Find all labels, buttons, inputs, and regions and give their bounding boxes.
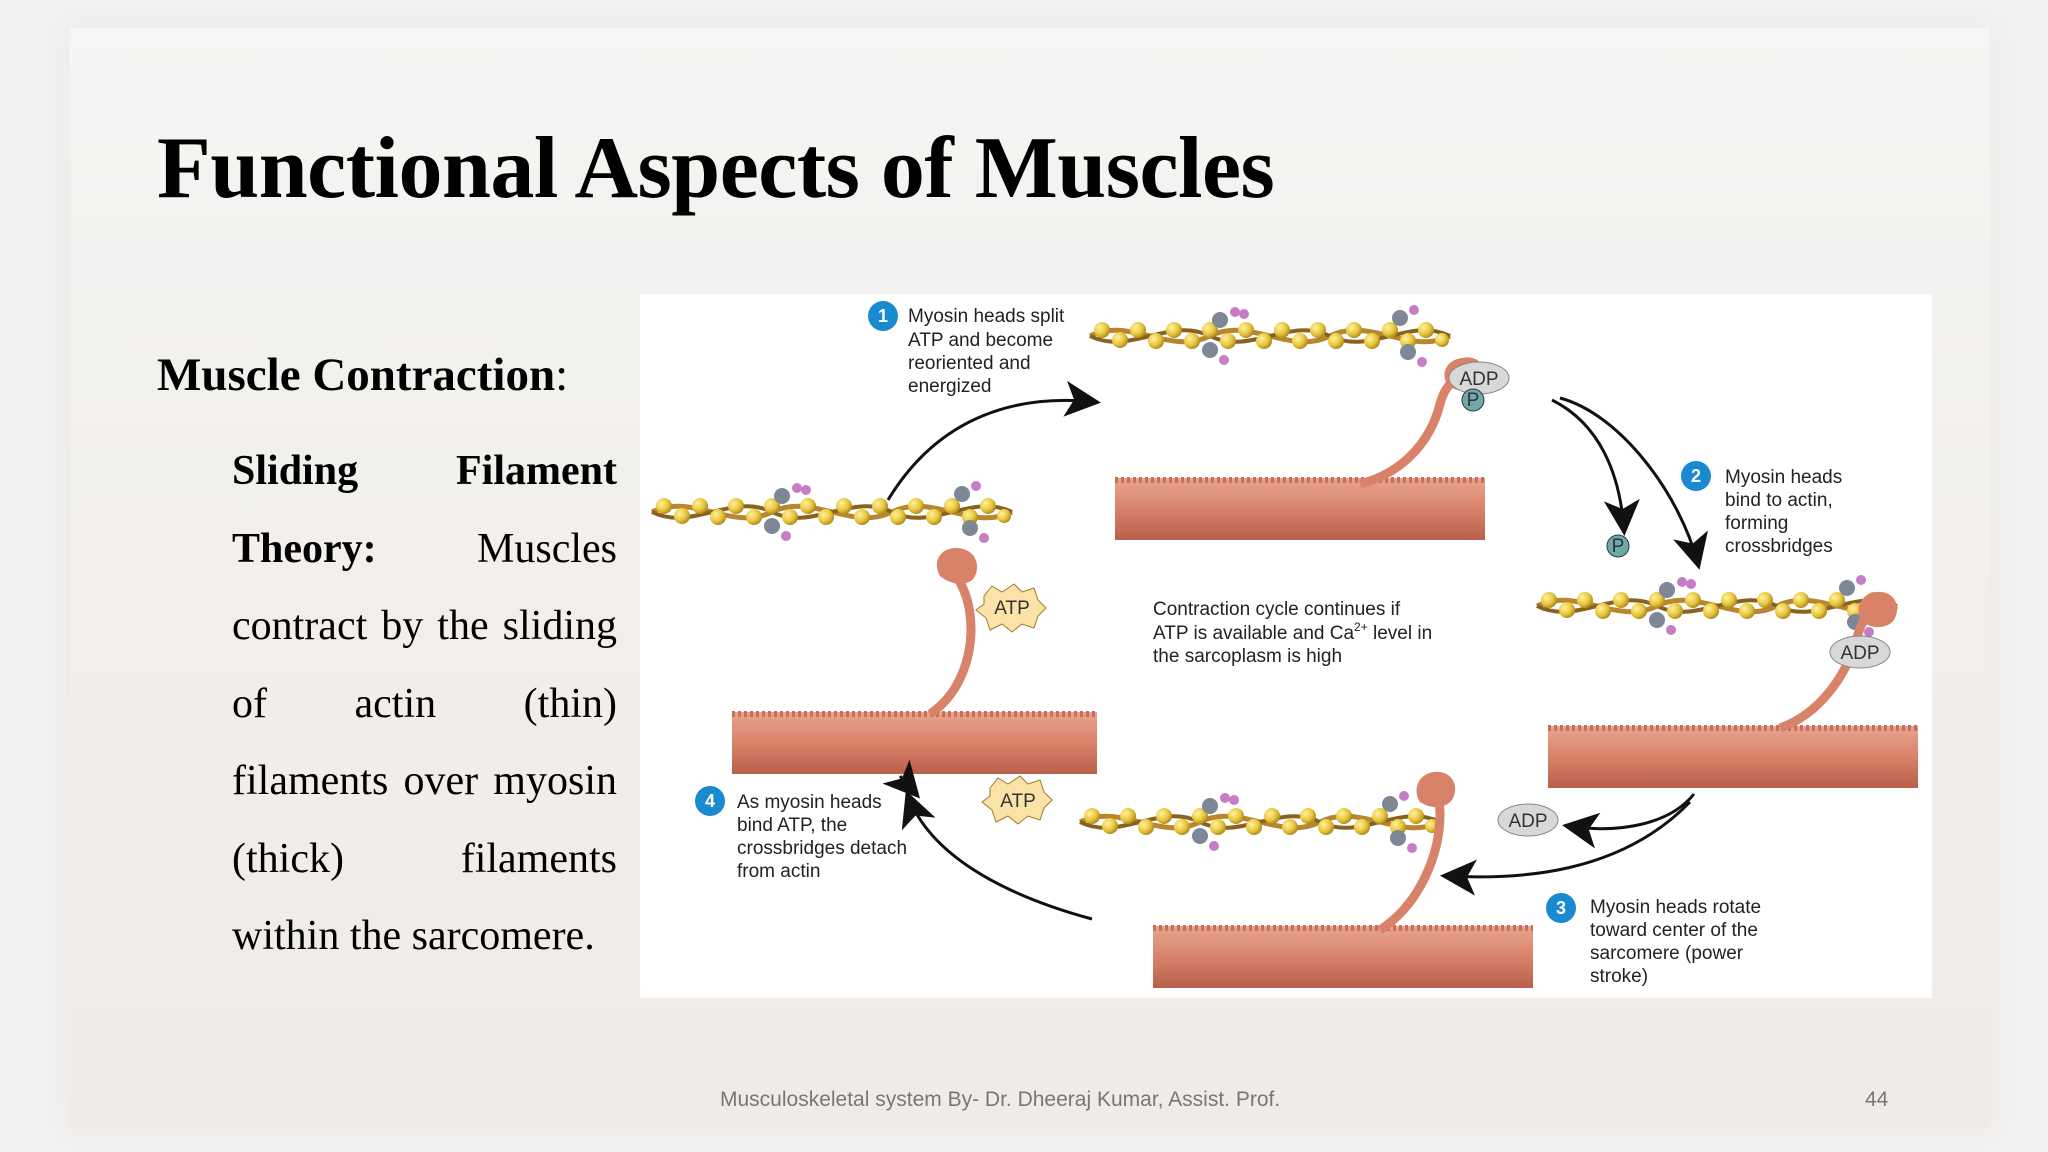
svg-text:bind to actin,: bind to actin, (1725, 490, 1833, 511)
step-2-callout: 2 Myosin heads bind to actin, forming cr… (1681, 461, 1842, 557)
panel-1 (1090, 305, 1485, 540)
svg-text:reoriented and: reoriented and (908, 353, 1031, 374)
svg-text:ADP: ADP (1459, 369, 1498, 390)
svg-text:3: 3 (1556, 898, 1566, 918)
panel-2 (1537, 575, 1918, 788)
svg-text:P: P (1467, 390, 1480, 411)
p-tag-1: P (1461, 388, 1485, 412)
panel-3 (1080, 771, 1533, 988)
svg-text:Myosin heads rotate: Myosin heads rotate (1590, 897, 1761, 918)
svg-text:As myosin heads: As myosin heads (737, 792, 882, 813)
subheading-colon: : (555, 349, 569, 401)
svg-text:ATP is available and Ca2+ leve: ATP is available and Ca2+ level in (1153, 620, 1432, 644)
subheading: Muscle Contraction: (157, 348, 568, 402)
svg-text:Myosin heads: Myosin heads (1725, 467, 1842, 488)
svg-text:crossbridges detach: crossbridges detach (737, 838, 907, 859)
step-1-callout: 1 Myosin heads split ATP and become reor… (868, 301, 1065, 397)
page-number: 44 (1865, 1088, 1889, 1111)
subheading-label: Muscle Contraction (157, 349, 556, 401)
svg-text:the sarcoplasm is high: the sarcoplasm is high (1153, 646, 1342, 667)
svg-text:4: 4 (705, 791, 715, 811)
svg-text:ADP: ADP (1508, 811, 1547, 832)
svg-text:ATP: ATP (1000, 791, 1036, 812)
adp-tag-1: ADP (1448, 361, 1510, 395)
body-paragraph: Sliding Filament Theory: Muscles contrac… (232, 433, 617, 976)
svg-text:crossbridges: crossbridges (1725, 536, 1833, 557)
cycle-diagram: 1 Myosin heads split ATP and become reor… (640, 301, 1918, 988)
svg-text:P: P (1612, 536, 1625, 557)
panel-4 (652, 481, 1097, 774)
svg-text:toward center of the: toward center of the (1590, 920, 1758, 941)
svg-text:sarcomere (power: sarcomere (power (1590, 943, 1744, 964)
p-tag-2: P (1606, 534, 1630, 558)
svg-text:ATP and become: ATP and become (908, 330, 1053, 351)
svg-text:Contraction cycle continues if: Contraction cycle continues if (1153, 599, 1401, 620)
svg-text:stroke): stroke) (1590, 966, 1648, 987)
svg-text:from actin: from actin (737, 861, 820, 882)
adp-tag-3: ADP (1497, 803, 1559, 837)
atp-tag-1: ATP (975, 583, 1047, 633)
svg-text:forming: forming (1725, 513, 1788, 534)
slide-title: Functional Aspects of Muscles (157, 120, 1275, 217)
atp-tag-2: ATP (981, 775, 1053, 825)
svg-text:bind ATP, the: bind ATP, the (737, 815, 847, 836)
body-bold-term: Sliding Filament Theory: (232, 448, 617, 572)
cycle-arrows (882, 380, 1708, 921)
svg-text:2: 2 (1691, 466, 1701, 486)
svg-text:ADP: ADP (1840, 643, 1879, 664)
step-4-callout: 4 As myosin heads bind ATP, the crossbri… (695, 786, 907, 882)
svg-text:1: 1 (878, 306, 888, 326)
step-3-callout: 3 Myosin heads rotate toward center of t… (1546, 893, 1761, 987)
adp-tag-2: ADP (1829, 635, 1891, 669)
slide-footer: Musculoskeletal system By- Dr. Dheeraj K… (720, 1088, 1281, 1111)
svg-text:Myosin heads split: Myosin heads split (908, 306, 1065, 327)
svg-text:energized: energized (908, 376, 991, 397)
body-description: Muscles contract by the sliding of actin… (232, 525, 617, 960)
svg-text:ATP: ATP (994, 598, 1030, 619)
center-caption: Contraction cycle continues if ATP is av… (1153, 599, 1432, 667)
crossbridge-cycle-figure: 1 Myosin heads split ATP and become reor… (640, 294, 1932, 998)
